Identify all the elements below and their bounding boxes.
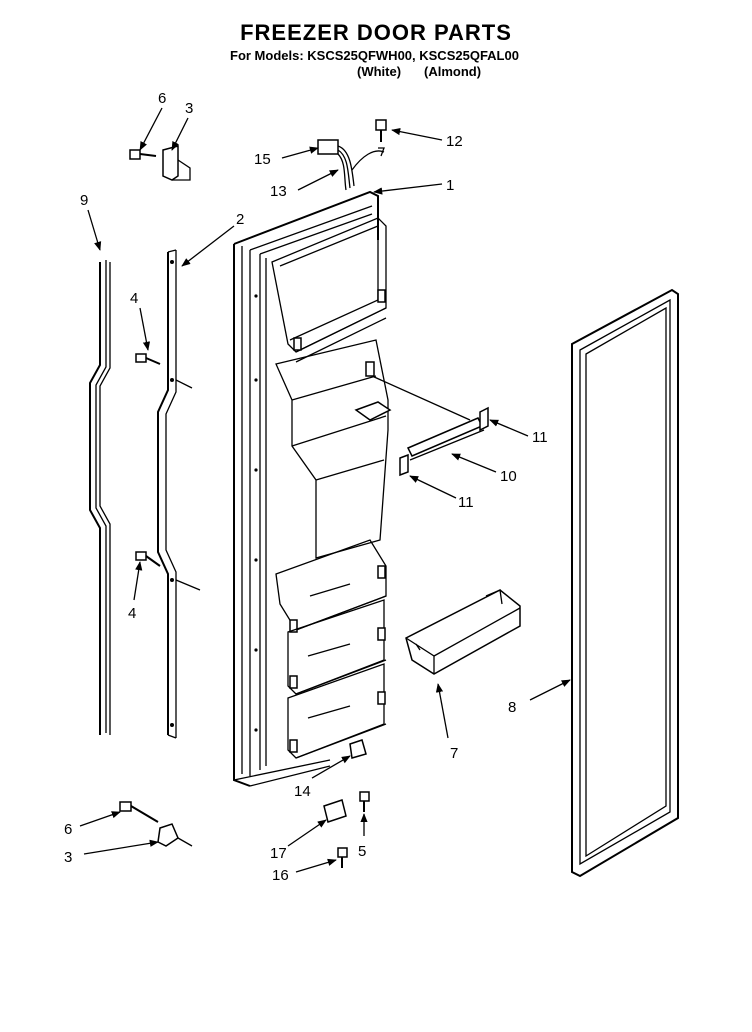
callout-4-upper: 4 (130, 290, 138, 307)
part-11-end-cap-upper (479, 406, 489, 432)
screw-6-bottom (119, 801, 159, 823)
part-8-gasket (571, 288, 679, 878)
screw-4-upper (135, 353, 161, 365)
part-12-screw (375, 119, 387, 157)
callout-17: 17 (270, 845, 287, 862)
part-17-bracket (323, 799, 347, 823)
callout-5: 5 (358, 843, 366, 860)
part-10-trim-strip (371, 375, 485, 461)
callout-13: 13 (270, 183, 287, 200)
callout-16: 16 (272, 867, 289, 884)
callout-7: 7 (450, 745, 458, 762)
part-16-screw (337, 847, 348, 868)
screw-6-top (129, 149, 157, 160)
callout-1: 1 (446, 177, 454, 194)
callout-15: 15 (254, 151, 271, 168)
bracket-3-bottom (157, 823, 193, 847)
part-14-pin (349, 739, 367, 759)
page-title: FREEZER DOOR PARTS (240, 20, 512, 45)
part-1-door-panel (233, 190, 392, 787)
bracket-3-top (162, 145, 191, 181)
part-9-strip (89, 260, 111, 735)
callout-2: 2 (236, 211, 244, 228)
variant-almond: (Almond) (424, 64, 482, 79)
callout-6-bottom: 6 (64, 821, 72, 838)
part-7-door-bin (405, 589, 521, 675)
part-13-wire-harness (337, 145, 385, 191)
callout-6-top: 6 (158, 90, 166, 107)
callout-14: 14 (294, 783, 311, 800)
part-11-end-cap-lower (399, 453, 409, 477)
callout-labels: 6 3 9 2 4 4 15 13 12 1 11 10 11 7 8 14 5… (64, 90, 548, 884)
callout-12: 12 (446, 133, 463, 150)
callout-8: 8 (508, 699, 516, 716)
leader-lines (79, 107, 571, 873)
callout-9: 9 (80, 192, 88, 209)
variant-white: (White) (357, 64, 402, 79)
callout-3-top: 3 (185, 100, 193, 117)
part-2-channel (157, 249, 201, 739)
screw-4-lower (135, 551, 161, 567)
part-5-screw (359, 791, 370, 812)
callout-10: 10 (500, 468, 517, 485)
callout-11-lower: 11 (458, 494, 474, 511)
callout-11-upper: 11 (532, 429, 548, 446)
callout-4-lower: 4 (128, 605, 136, 622)
part-15-connector (317, 139, 339, 155)
model-numbers: For Models: KSCS25QFWH00, KSCS25QFAL00 (230, 48, 519, 63)
callout-3-bottom: 3 (64, 849, 72, 866)
